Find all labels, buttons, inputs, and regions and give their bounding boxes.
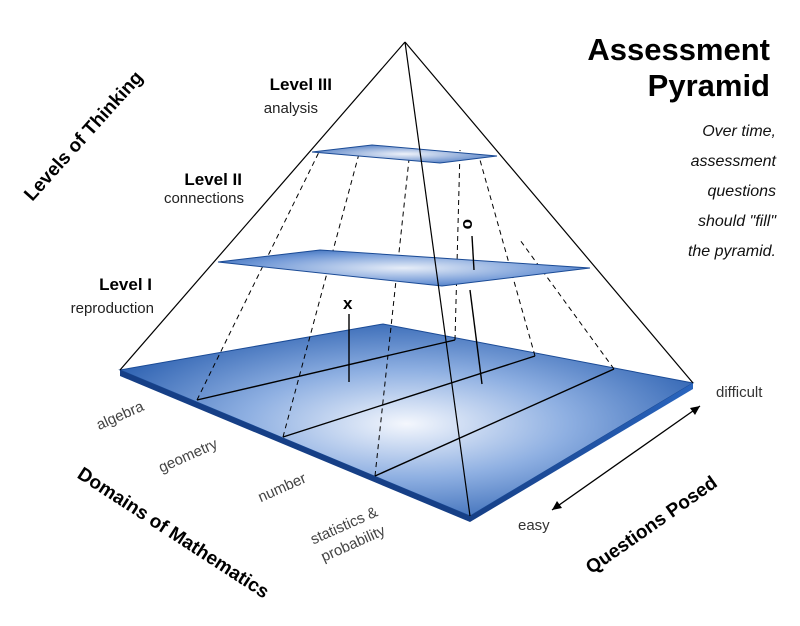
axis-domains-of-mathematics: Domains of Mathematics — [73, 464, 272, 604]
marker-o: o — [459, 219, 478, 229]
level-3-plate — [311, 144, 498, 164]
note-line-2: assessment — [691, 153, 777, 170]
pyramid-edges — [119, 41, 694, 517]
title-line-2: Pyramid — [648, 68, 770, 103]
domain-number: number — [255, 470, 308, 506]
level-1-desc: reproduction — [71, 300, 154, 317]
level-1-name: Level I — [99, 275, 152, 294]
pyramid-base-front-edge-right — [470, 383, 693, 522]
difficulty-easy-label: easy — [518, 517, 550, 534]
difficulty-hard-label: difficult — [716, 384, 763, 401]
level-3-name: Level III — [270, 75, 332, 94]
level-2-name: Level II — [184, 170, 242, 189]
marker-o-stem-lower — [469, 289, 483, 385]
level-1-plate — [217, 249, 591, 287]
note-line-3: questions — [708, 183, 777, 200]
pyramid-base — [118, 323, 695, 517]
domain-dividers — [196, 339, 615, 477]
marker-x: x — [343, 294, 353, 313]
title-line-1: Assessment — [587, 32, 770, 67]
level-3-desc: analysis — [264, 100, 318, 117]
note-line-1: Over time, — [702, 123, 776, 140]
pyramid-base-front-edge-left — [120, 370, 470, 522]
marker-o-stem — [471, 235, 475, 271]
projection-lines — [196, 149, 615, 477]
level-2-desc: connections — [164, 190, 244, 207]
domain-algebra: algebra — [94, 398, 147, 434]
axis-levels-of-thinking: Levels of Thinking — [20, 67, 147, 205]
domain-geometry: geometry — [156, 435, 220, 476]
note-line-4: should "fill" — [698, 213, 777, 230]
axis-questions-posed: Questions Posed — [582, 472, 721, 578]
note-line-5: the pyramid. — [688, 243, 776, 260]
difficulty-arrow — [551, 405, 701, 511]
